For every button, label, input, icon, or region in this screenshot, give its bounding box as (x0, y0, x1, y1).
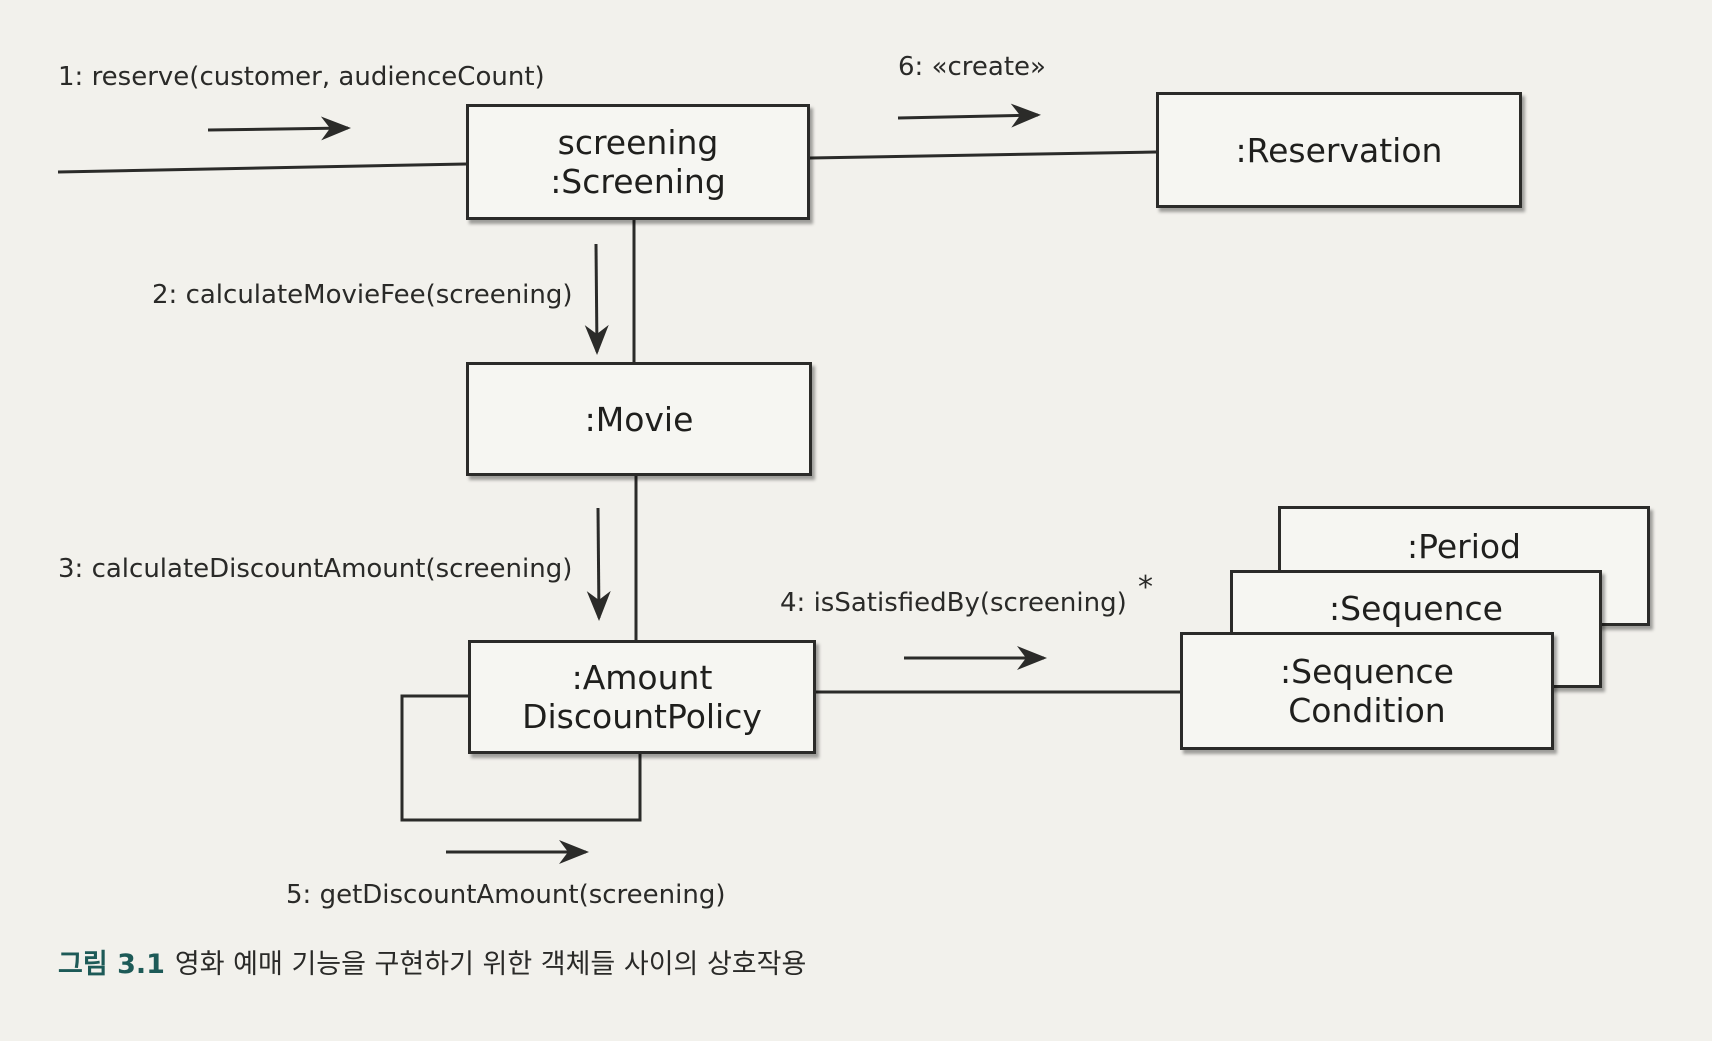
figure-number: 그림 3.1 (58, 949, 165, 980)
message-2-label: 2: calculateMovieFee(screening) (152, 280, 573, 310)
arrow-msg-1 (207, 116, 351, 141)
message-4-label: 4: isSatisfiedBy(screening) (780, 588, 1127, 618)
link-actor-screening (57, 162, 467, 174)
figure-caption-text: 영화 예매 기능을 구현하기 위한 객체들 사이의 상호작용 (174, 949, 807, 980)
movie-object: :Movie (466, 362, 812, 476)
link-policy-self (400, 694, 642, 822)
message-1-label: 1: reserve(customer, audienceCount) (58, 62, 545, 92)
sequence-condition-object-label: :Sequence Condition (1280, 652, 1454, 730)
message-4-multiplicity: * (1138, 570, 1153, 605)
message-3-label: 3: calculateDiscountAmount(screening) (58, 554, 573, 584)
link-screening-reservation (809, 150, 1157, 160)
movie-object-label: :Movie (584, 399, 694, 439)
figure-caption: 그림 3.1 영화 예매 기능을 구현하기 위한 객체들 사이의 상호작용 (58, 942, 806, 981)
amount-discount-policy-object-label: :Amount DiscountPolicy (522, 658, 762, 736)
screening-object: screening :Screening (466, 104, 810, 220)
reservation-object: :Reservation (1156, 92, 1522, 208)
message-6-label: 6: «create» (898, 52, 1046, 82)
sequence-object-label: :Sequence (1329, 589, 1503, 628)
screening-object-label: screening :Screening (550, 123, 726, 201)
arrow-msg-6 (897, 103, 1041, 128)
arrow-msg-2 (584, 243, 609, 355)
period-object-label: :Period (1406, 527, 1522, 566)
arrow-msg-3 (586, 507, 611, 621)
message-5-label: 5: getDiscountAmount(screening) (286, 880, 726, 910)
sequence-condition-object: :Sequence Condition (1180, 632, 1554, 750)
reservation-object-label: :Reservation (1235, 130, 1443, 170)
amount-discount-policy-object: :Amount DiscountPolicy (468, 640, 816, 754)
